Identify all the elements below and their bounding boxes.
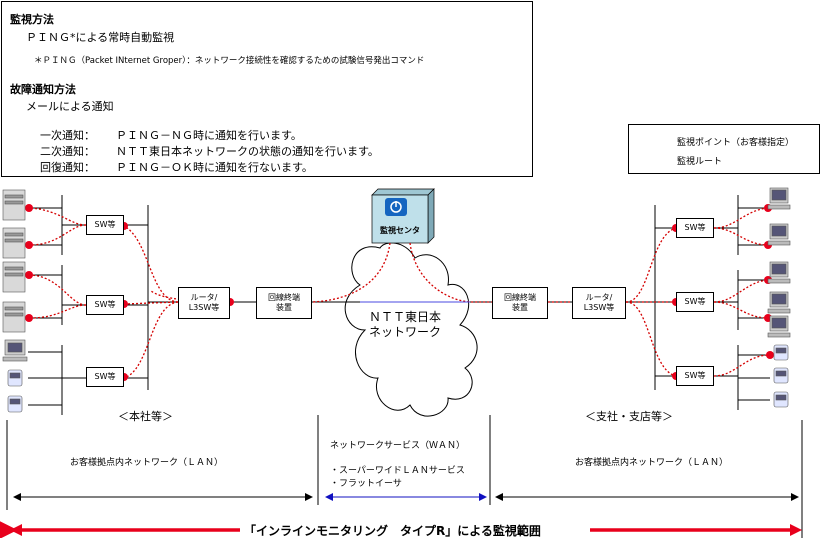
- monitoring-method-title: 監視方法: [10, 13, 54, 26]
- notify-row-text: ＰＩＮＧ－ＯＫ時に通知を行ないます。: [116, 161, 313, 174]
- ntt-cloud-label: ＮＴＴ東日本 ネットワーク: [368, 310, 441, 339]
- info-box: 監視方法 ＰＩＮＧ*による常時自動監視 ＊ＰＩＮＧ（Packet INterne…: [1, 1, 533, 177]
- sw-box: SW等: [86, 215, 124, 235]
- branch-label: ＜支社・支店等＞: [585, 410, 673, 423]
- lan-left-label: お客様拠点内ネットワーク（ＬＡＮ）: [70, 458, 224, 468]
- legend-point-label: 監視ポイント（お客様指定）: [677, 138, 795, 148]
- legend-route-label: 監視ルート: [677, 157, 723, 167]
- sw-box: SW等: [676, 292, 714, 312]
- router-right: ルータ/ L3SW等: [572, 287, 626, 319]
- wan-item: ・フラットイーサ: [330, 479, 402, 489]
- hq-label: ＜本社等＞: [118, 410, 173, 423]
- wan-title: ネットワークサービス（ＷＡＮ）: [330, 441, 466, 451]
- ping-definition: ＊ＰＩＮＧ（Packet INternet Groper）：ネットワーク接続性を…: [34, 56, 425, 66]
- notify-row-text: ＮＴＴ東日本ネットワークの状態の通知を行います。: [116, 145, 379, 158]
- legend: 監視ポイント（お客様指定） 監視ルート: [628, 124, 820, 174]
- notify-row-label: 一次通知：: [40, 129, 95, 142]
- notify-method-line: メールによる通知: [26, 100, 114, 113]
- sw-box: SW等: [86, 295, 124, 315]
- monitoring-method-line: ＰＩＮＧ*による常時自動監視: [26, 31, 175, 44]
- sw-box: SW等: [86, 367, 124, 387]
- notify-row-text: ＰＩＮＧ－ＮＧ時に通知を行います。: [116, 129, 302, 142]
- notify-row-label: 回復通知：: [40, 161, 95, 174]
- sw-box: SW等: [676, 218, 714, 238]
- lan-right-label: お客様拠点内ネットワーク（ＬＡＮ）: [575, 458, 729, 468]
- ntt-cloud: [344, 242, 478, 417]
- line-terminal-right: 回線終端 装置: [492, 287, 548, 319]
- notify-row-label: 二次通知：: [40, 145, 95, 158]
- sw-box: SW等: [676, 366, 714, 386]
- notify-method-title: 故障通知方法: [10, 83, 76, 96]
- monitoring-center-label: 監視センタ: [380, 226, 420, 235]
- router-left: ルータ/ L3SW等: [178, 287, 230, 319]
- scope-label: 「インラインモニタリング タイプR」による監視範囲: [244, 524, 541, 538]
- line-terminal-left: 回線終端 装置: [256, 287, 312, 319]
- wan-item: ・スーパーワイドＬＡＮサービス: [330, 466, 465, 476]
